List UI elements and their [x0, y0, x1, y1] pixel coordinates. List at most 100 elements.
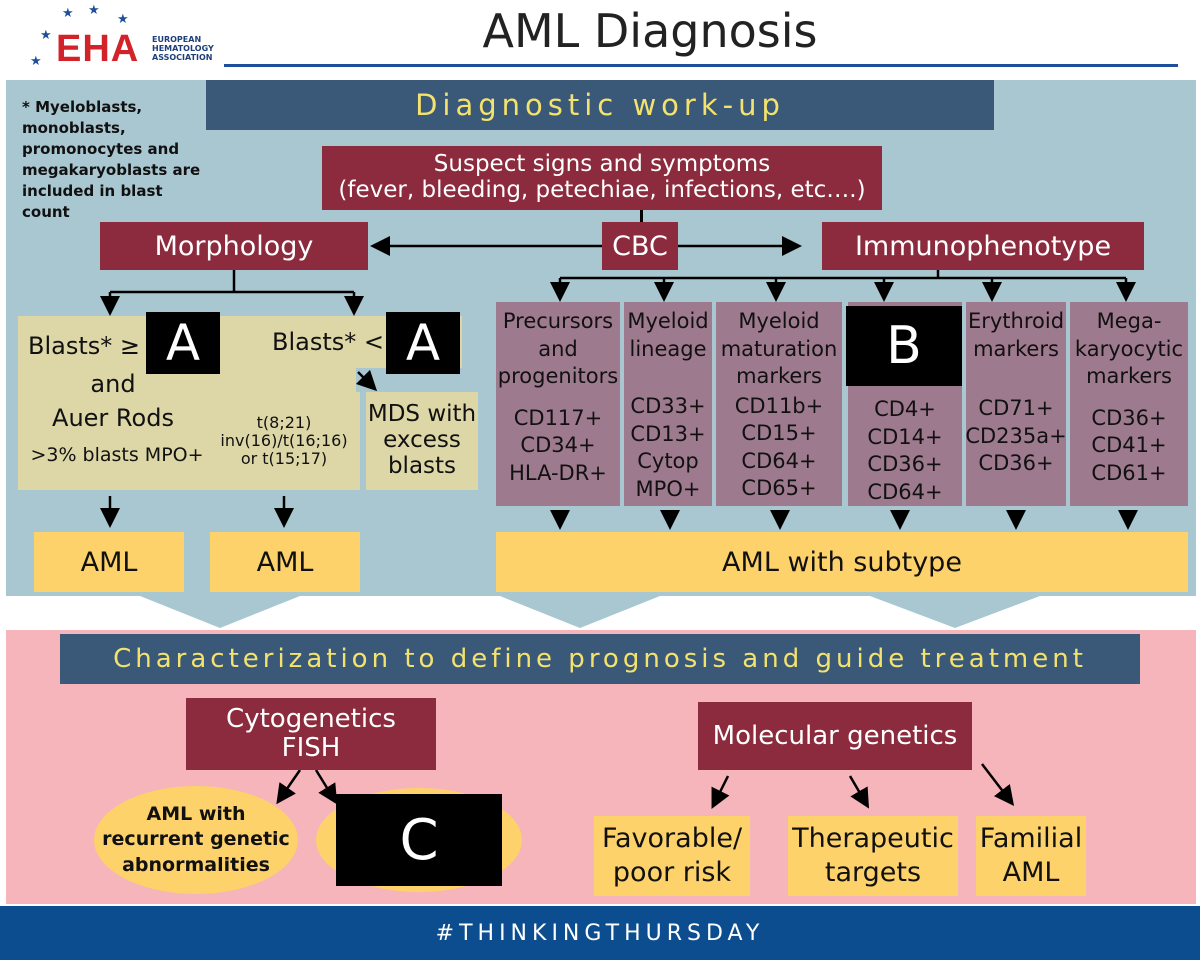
marker-box-myeloid-lineage: Myeloid lineage CD33+ CD13+ Cytop MPO+: [624, 302, 712, 506]
marker-title: markers: [973, 336, 1059, 361]
mds-line: excess: [383, 427, 461, 454]
marker-value: CD61+: [1091, 460, 1167, 485]
marker-box-myeloid-maturation: Myeloid maturation markers CD11b+ CD15+ …: [716, 302, 842, 506]
eha-logo: ★ ★ ★ ★ ★ EHA EUROPEAN HEMATOLOGY ASSOCI…: [22, 3, 222, 72]
recurrent-line: abnormalities: [122, 853, 270, 876]
marker-value: CD33+: [630, 394, 706, 419]
recurrent-line: AML with: [146, 803, 246, 826]
marker-box-megakaryocytic: Mega- karyocytic markers CD36+ CD41+ CD6…: [1070, 302, 1188, 506]
blasts-lt-label: Blasts* <: [272, 328, 384, 356]
marker-title: lineage: [629, 336, 707, 361]
mpo-label: >3% blasts MPO+: [30, 444, 204, 466]
marker-value: CD65+: [741, 476, 817, 501]
connector: [640, 210, 643, 226]
marker-value: CD4+: [874, 397, 936, 421]
auer-rods-label: Auer Rods: [52, 404, 174, 432]
familial-line: AML: [1002, 857, 1060, 888]
banner-text: Diagnostic work-up: [415, 88, 785, 122]
molecular-label: Molecular genetics: [712, 721, 958, 751]
and-label: and: [90, 370, 136, 398]
cytogenetics-line: FISH: [281, 733, 341, 763]
footer-bar: #THINKINGTHURSDAY: [0, 906, 1200, 960]
star-icon: ★: [117, 12, 129, 27]
marker-value: CD15+: [741, 421, 817, 446]
star-icon: ★: [62, 6, 74, 21]
familial-line: Familial: [979, 822, 1083, 854]
hidden-label-c: C: [399, 807, 439, 873]
marker-value: HLA-DR+: [509, 460, 607, 485]
hidden-threshold-a-box: A: [146, 312, 220, 374]
star-icon: ★: [40, 28, 52, 43]
marker-title: markers: [736, 364, 822, 389]
suspect-line: Suspect signs and symptoms: [433, 151, 771, 178]
aml-result-box: AML: [34, 532, 184, 592]
cytogenetics-line: Cytogenetics: [226, 703, 396, 734]
page-title: AML Diagnosis: [482, 4, 818, 58]
marker-title: Myeloid: [627, 309, 709, 333]
marker-title: karyocytic: [1074, 336, 1184, 361]
logo-letters: EHA: [56, 28, 140, 70]
immunophenotype-label: Immunophenotype: [854, 230, 1112, 262]
marker-box-erythroid: Erythroid markers CD71+ CD235a+ CD36+: [965, 302, 1067, 506]
marker-value: CD13+: [630, 421, 706, 446]
marker-title: Erythroid: [967, 309, 1065, 333]
mds-line: MDS with: [367, 401, 477, 428]
translocation-line: t(8;21): [256, 413, 312, 433]
marker-value: CD36+: [867, 452, 943, 477]
aml-subtype-box: AML with subtype: [496, 532, 1188, 592]
blast-count-note: * Myeloblasts, monoblasts, promonocytes …: [22, 98, 201, 221]
characterization-banner: Characterization to define prognosis and…: [60, 634, 1140, 684]
marker-value: CD117+: [513, 405, 603, 430]
logo-text-line: ASSOCIATION: [152, 52, 213, 62]
logo-text-line: EUROPEAN: [152, 35, 202, 44]
favorable-line: Favorable/: [601, 822, 743, 854]
favorable-line: poor risk: [612, 857, 732, 888]
header-rule: [224, 64, 1178, 67]
translocation-line: or t(15;17): [240, 448, 328, 468]
marker-title: and: [538, 336, 578, 361]
aml-result-box: AML: [210, 532, 360, 592]
marker-value: Cytop: [637, 449, 699, 474]
marker-title: progenitors: [497, 364, 619, 389]
diagnostic-workup-banner: Diagnostic work-up: [206, 80, 994, 130]
marker-title: maturation: [720, 336, 838, 361]
favorable-risk-box: Favorable/ poor risk: [594, 816, 750, 896]
marker-value: CD11b+: [734, 393, 824, 418]
suspect-symptoms-box: Suspect signs and symptoms (fever, bleed…: [322, 146, 882, 210]
mds-line: blasts: [387, 452, 457, 479]
marker-value: CD34+: [520, 433, 596, 458]
marker-value: CD71+: [978, 396, 1054, 421]
marker-value: MPO+: [635, 476, 701, 501]
recurrent-abnormalities-ellipse: AML with recurrent genetic abnormalities: [94, 786, 298, 894]
marker-box-precursors: Precursors and progenitors CD117+ CD34+ …: [496, 302, 620, 506]
mds-box: MDS with excess blasts: [366, 392, 478, 490]
blasts-ge-label: Blasts* ≥: [28, 332, 140, 360]
therapeutic-line: Therapeutic: [792, 822, 954, 854]
recurrent-line: recurrent genetic: [102, 828, 290, 851]
marker-title: markers: [1086, 364, 1172, 389]
immunophenotype-box: Immunophenotype: [822, 222, 1144, 270]
star-icon: ★: [88, 3, 100, 18]
hidden-category-c-box: C: [336, 794, 502, 886]
suspect-line: (fever, bleeding, petechiae, infections,…: [338, 177, 866, 203]
cbc-box: CBC: [602, 222, 678, 270]
marker-value: CD41+: [1091, 433, 1167, 458]
therapeutic-line: targets: [824, 857, 922, 888]
therapeutic-targets-box: Therapeutic targets: [788, 816, 958, 896]
aml-label: AML: [80, 546, 138, 578]
hidden-label-a: A: [405, 314, 441, 372]
familial-aml-box: Familial AML: [976, 816, 1086, 896]
translocation-line: inv(16)/t(16;16): [220, 431, 348, 451]
marker-value: CD64+: [741, 448, 817, 473]
marker-title: Myeloid: [738, 309, 820, 333]
hidden-label-b: B: [886, 316, 922, 376]
banner-text: Characterization to define prognosis and…: [113, 644, 1087, 674]
morphology-label: Morphology: [154, 230, 314, 262]
translocations-box: t(8;21) inv(16)/t(16;16) or t(15;17): [208, 392, 360, 490]
marker-value: CD14+: [867, 424, 943, 449]
marker-title: Mega-: [1096, 309, 1162, 333]
logo-text-line: HEMATOLOGY: [152, 43, 214, 53]
morphology-box: Morphology: [100, 222, 368, 270]
